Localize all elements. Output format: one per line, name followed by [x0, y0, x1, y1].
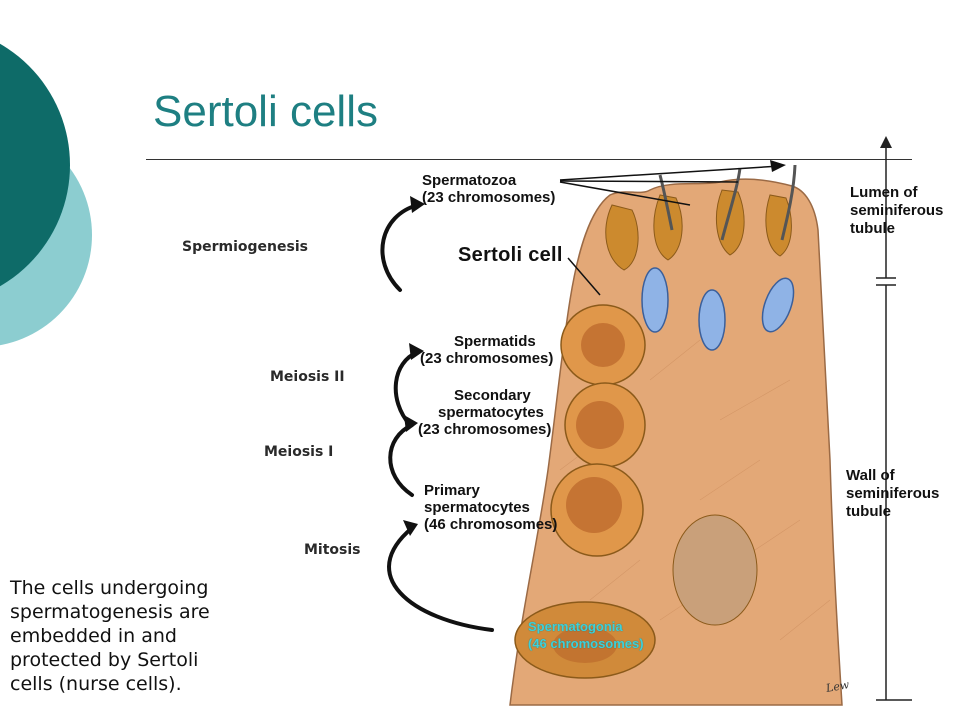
slide-title: Sertoli cells — [153, 87, 378, 136]
explanatory-note: The cells undergoing spermatogenesis are… — [10, 577, 210, 695]
mitosis-label: Mitosis — [304, 542, 361, 558]
arrow-heads — [403, 196, 425, 536]
pointer-arrow-head — [770, 160, 786, 172]
meiosis-i-label: Meiosis I — [264, 444, 334, 460]
lumen-arrow-head — [880, 136, 892, 148]
germ-cells — [514, 304, 758, 679]
secondary-spermatocytes-label: Secondary spermatocytes (23 chromosomes) — [418, 387, 552, 438]
title-divider — [146, 159, 912, 160]
lumen-label: Lumen of seminiferous tubule — [850, 184, 944, 237]
wall-label: Wall of seminiferous tubule — [846, 467, 940, 520]
sperm-heads — [641, 267, 795, 351]
primary-spermatocytes-label: Primary spermatocytes (46 chromosomes) — [424, 482, 558, 533]
tubule-scale-bar — [876, 145, 912, 701]
spermatids-label: Spermatids (23 chromosomes) — [420, 333, 554, 367]
dark-teal-circle — [0, 43, 70, 287]
spermatogonia-label: Spermatogonia (46 chromosomes) — [528, 619, 644, 651]
sertoli-cell-label: Sertoli cell — [458, 244, 563, 266]
spermiogenesis-label: Spermiogenesis — [182, 239, 308, 255]
pointer-lines — [559, 165, 781, 296]
meiosis-ii-label: Meiosis II — [270, 369, 345, 385]
spermatozoa-label: Spermatozoa (23 chromosomes) — [422, 172, 556, 206]
process-arrows — [380, 203, 494, 632]
